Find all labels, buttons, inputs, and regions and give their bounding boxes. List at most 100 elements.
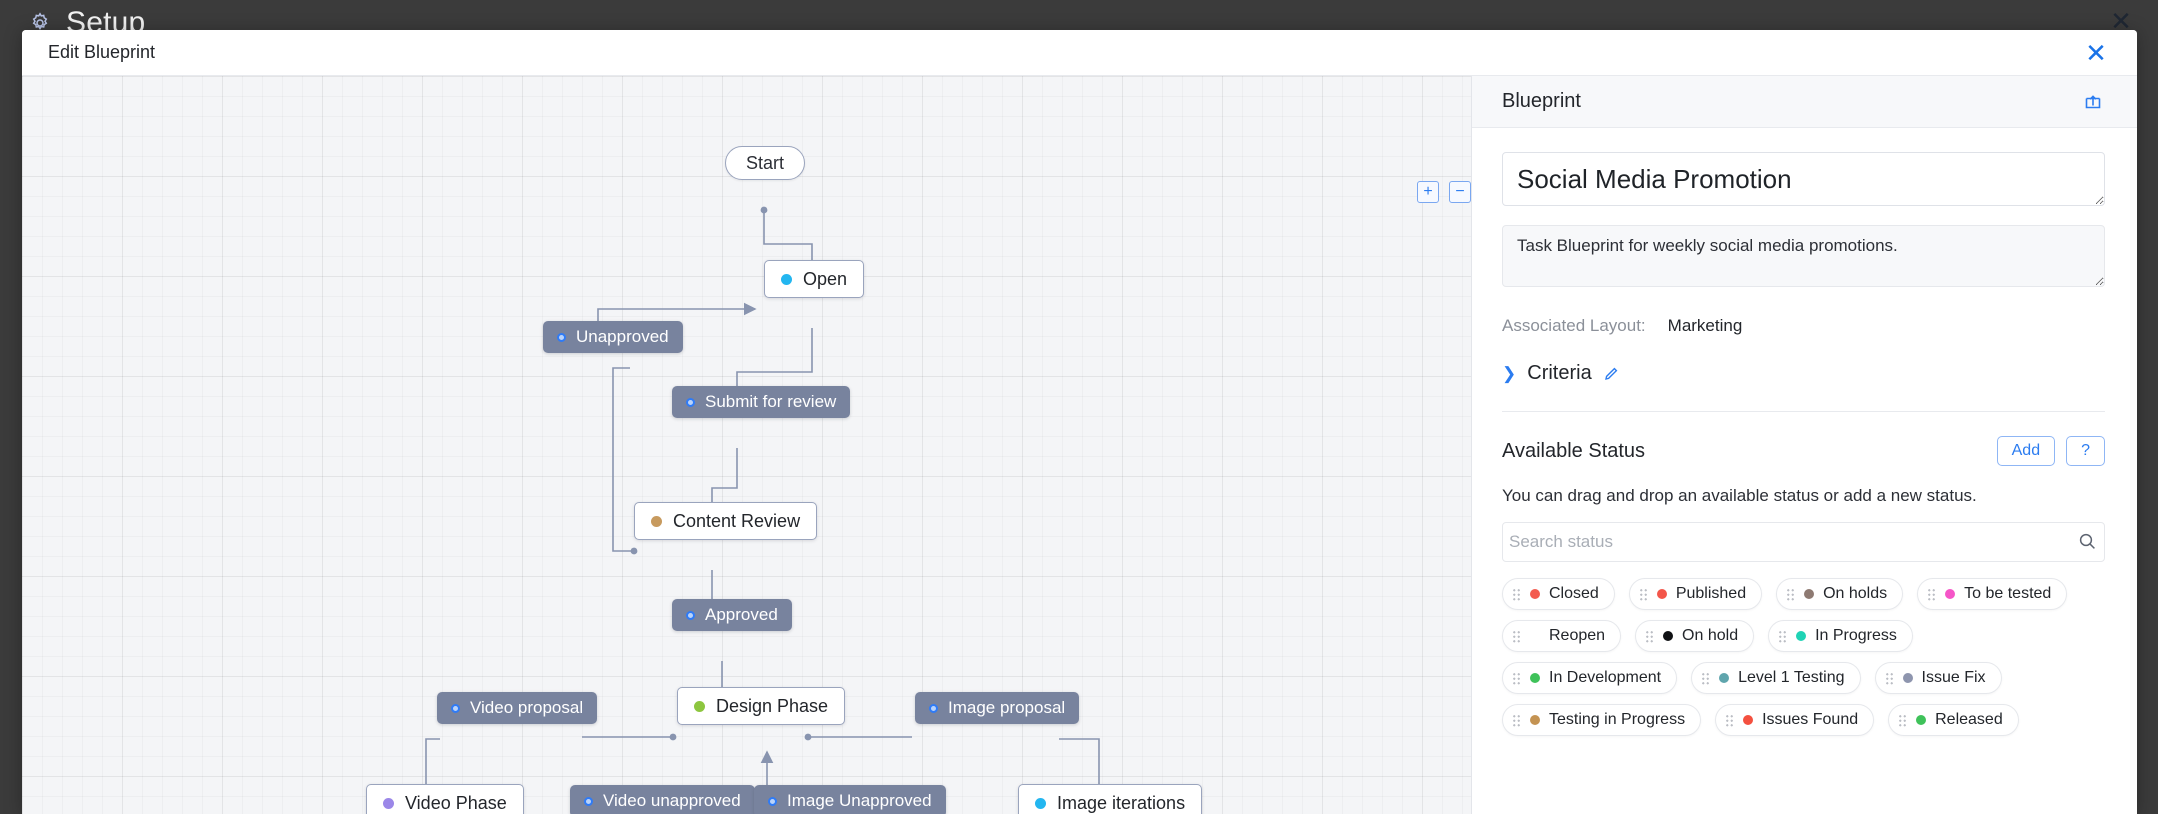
status-chip[interactable]: To be tested	[1917, 578, 2068, 610]
status-chip-label: Published	[1675, 585, 1747, 602]
zoom-in-button[interactable]: +	[1417, 181, 1439, 203]
drag-handle-icon[interactable]	[1725, 713, 1735, 727]
gear-icon	[28, 11, 52, 35]
drag-handle-icon[interactable]	[1512, 587, 1521, 601]
associated-layout-value: Marketing	[1667, 316, 1743, 335]
status-chip-label: Testing in Progress	[1549, 711, 1686, 728]
blueprint-panel-title: Blueprint	[1502, 90, 1581, 112]
background-close-icon[interactable]: ✕	[2110, 6, 2132, 36]
status-chip[interactable]: Testing in Progress	[1502, 704, 1702, 736]
blueprint-panel: Blueprint Associated Layout: Marketing	[1472, 76, 2137, 814]
status-chip-row: Reopen On hold In Progress	[1502, 620, 2105, 652]
status-dot-icon	[651, 515, 662, 527]
flow-node-label: Approved	[705, 605, 778, 624]
flow-node-label: Design Phase	[716, 695, 829, 716]
drag-handle-icon[interactable]	[1512, 629, 1521, 643]
search-status-input[interactable]	[1502, 522, 2105, 562]
status-color-dot-icon	[1804, 589, 1815, 599]
blueprint-description-input[interactable]	[1502, 225, 2105, 287]
zoom-out-button[interactable]: −	[1449, 181, 1471, 203]
drag-handle-icon[interactable]	[1701, 671, 1711, 685]
flow-node-image-unapproved[interactable]: Image Unapproved	[754, 785, 946, 814]
blueprint-panel-header: Blueprint	[1472, 76, 2137, 128]
status-color-dot-icon	[1530, 715, 1540, 725]
add-status-button[interactable]: Add	[1996, 436, 2056, 466]
drag-handle-icon[interactable]	[1898, 713, 1908, 727]
status-chip-label: Level 1 Testing	[1738, 669, 1845, 686]
status-chip[interactable]: In Progress	[1768, 620, 1913, 652]
available-status-header: Available Status Add ?	[1502, 436, 2105, 466]
drag-handle-icon[interactable]	[1638, 587, 1648, 601]
drag-handle-icon[interactable]	[1512, 713, 1521, 727]
status-chip[interactable]: Closed	[1502, 578, 1615, 610]
status-chip-label: On hold	[1682, 627, 1739, 644]
flow-node-approved[interactable]: Approved	[672, 599, 792, 631]
flow-node-image-iterations[interactable]: Image iterations	[1018, 784, 1203, 814]
available-status-hint: You can drag and drop an available statu…	[1502, 486, 1977, 505]
flow-node-label: Image proposal	[948, 698, 1066, 717]
flow-node-video-unapproved[interactable]: Video unapproved	[570, 785, 755, 814]
flow-node-submit-for-review[interactable]: Submit for review	[672, 386, 851, 418]
status-chip[interactable]: On holds	[1776, 578, 1904, 610]
flow-node-video-proposal[interactable]: Video proposal	[437, 692, 598, 724]
status-chip[interactable]: Released	[1888, 704, 2019, 736]
drag-handle-icon[interactable]	[1884, 671, 1894, 685]
drag-handle-icon[interactable]	[1786, 587, 1796, 601]
status-chip[interactable]: On hold	[1635, 620, 1755, 652]
status-chip-row: Testing in Progress Issues Found Released	[1502, 704, 2105, 736]
zoom-controls[interactable]: + −	[1417, 181, 1471, 203]
help-button[interactable]: ?	[2066, 436, 2105, 466]
status-color-dot-icon	[1743, 715, 1754, 725]
status-chip-label: Reopen	[1549, 627, 1606, 644]
chevron-right-icon[interactable]: ❯	[1502, 363, 1517, 383]
search-icon[interactable]	[2077, 531, 2097, 556]
flow-node-image-proposal[interactable]: Image proposal	[915, 692, 1080, 724]
flow-node-unapproved[interactable]: Unapproved	[543, 321, 683, 353]
status-color-dot-icon	[1916, 715, 1927, 725]
criteria-row[interactable]: ❯ Criteria	[1502, 362, 2105, 385]
drag-handle-icon[interactable]	[1927, 587, 1937, 601]
status-dot-icon	[781, 273, 792, 285]
status-chip[interactable]: Published	[1628, 578, 1763, 610]
status-color-dot-icon	[1719, 673, 1730, 683]
status-chip[interactable]: Issue Fix	[1874, 662, 2002, 694]
status-color-dot-icon	[1663, 631, 1674, 641]
flow-node-open[interactable]: Open	[764, 260, 865, 298]
section-divider	[1502, 411, 2105, 412]
status-color-dot-icon	[1796, 631, 1807, 641]
modal-title: Edit Blueprint	[48, 42, 156, 62]
status-chip-label: Issue Fix	[1921, 669, 1986, 686]
pencil-icon[interactable]	[1603, 366, 1619, 382]
blueprint-name-input[interactable]	[1502, 152, 2105, 206]
flow-node-label: Image iterations	[1057, 792, 1186, 813]
status-chip[interactable]: Issues Found	[1715, 704, 1875, 736]
status-dot-ring-icon	[686, 397, 695, 407]
status-dot-icon	[694, 700, 705, 712]
drag-handle-icon[interactable]	[1778, 629, 1788, 643]
drag-handle-icon[interactable]	[1645, 629, 1655, 643]
drag-handle-icon[interactable]	[1512, 671, 1521, 685]
export-icon[interactable]	[2083, 92, 2103, 112]
status-chip-label: Closed	[1549, 585, 1599, 602]
status-chip[interactable]: Level 1 Testing	[1691, 662, 1861, 694]
associated-layout-label: Associated Layout:	[1502, 316, 1646, 335]
flow-node-label: Start	[746, 152, 785, 173]
status-chip-row: In Development Level 1 Testing Issue Fix	[1502, 662, 2105, 694]
status-color-dot-icon	[1530, 631, 1540, 641]
flow-node-label: Image Unapproved	[787, 791, 932, 810]
status-chip[interactable]: In Development	[1502, 662, 1678, 694]
flow-node-start[interactable]: Start	[725, 146, 806, 180]
status-dot-ring-icon	[451, 703, 460, 713]
flow-node-video-phase[interactable]: Video Phase	[366, 784, 524, 814]
status-color-dot-icon	[1656, 589, 1667, 599]
status-chip[interactable]: Reopen	[1502, 620, 1622, 652]
flow-node-label: Video Phase	[405, 792, 507, 813]
status-chip-label: Released	[1935, 711, 2003, 728]
flow-node-content-review[interactable]: Content Review	[634, 502, 818, 540]
blueprint-content: Associated Layout: Marketing ❯ Criteria …	[1472, 128, 2137, 736]
flow-node-design-phase[interactable]: Design Phase	[677, 687, 846, 725]
close-icon[interactable]: ✕	[2085, 37, 2107, 68]
